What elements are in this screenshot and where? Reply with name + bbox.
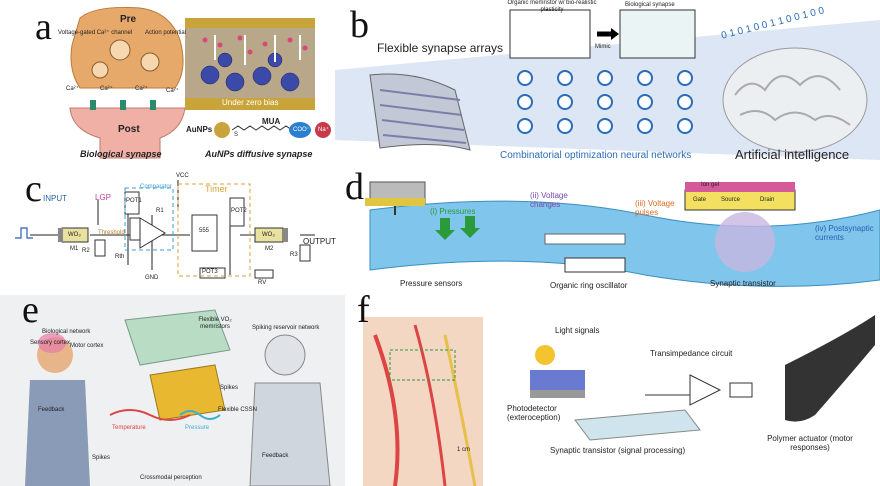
- bio-synapse-label: Biological synapse: [625, 2, 675, 8]
- coo-label: COO⁻: [293, 127, 310, 133]
- s-label: S: [234, 132, 239, 138]
- scale-label: 1 cm: [457, 447, 471, 453]
- action-potential-label: Action potential: [145, 30, 187, 36]
- panel-a-graphics: [69, 7, 331, 159]
- vcc-label: VCC: [176, 173, 189, 179]
- postsynaptic-label: (iv) Postsynaptic currents: [815, 224, 874, 242]
- bio-network-label: Biological network: [42, 329, 91, 335]
- r3-label: R3: [290, 252, 298, 258]
- panel-b: b Organic memristor w/ bio-realistic pla…: [335, 0, 880, 170]
- ca-label-3: Ca²⁺: [135, 86, 148, 92]
- wo-label-1: WO₃: [68, 232, 81, 238]
- ca-label-2: Ca²⁺: [100, 86, 113, 92]
- rth-label: Rth: [115, 254, 125, 260]
- panel-d-label: d: [345, 170, 364, 208]
- pre-label: Pre: [120, 14, 137, 25]
- wo-label-2: WO₃: [262, 232, 275, 238]
- r1-label: R1: [156, 208, 164, 214]
- aunps-label: AuNPs: [186, 125, 213, 134]
- ion-gel-label: Ion gel: [701, 182, 720, 188]
- timer-label: Timer: [205, 184, 228, 194]
- voltage-changes-label: (ii) Voltage changes: [530, 191, 568, 209]
- ca-label-4: Ca²⁺: [166, 88, 179, 94]
- feedback-left-label: Feedback: [38, 407, 65, 413]
- syn-transistor-label-d: Synaptic transistor: [710, 279, 776, 288]
- lgp-label: LGP: [95, 193, 112, 202]
- flexible-arrays-label: Flexible synapse arrays: [377, 41, 504, 55]
- gnd-label: GND: [145, 275, 159, 281]
- memristor-label: Organic memristor w/ bio-realistic plast…: [507, 0, 597, 13]
- panel-d-graphics: [365, 181, 880, 287]
- spikes-top-label: Spikes: [220, 385, 239, 391]
- voltage-pulses-label: (iii) Voltage pulses: [635, 199, 675, 217]
- ca-label-1: Ca²⁺: [66, 86, 79, 92]
- feedback-right-label: Feedback: [262, 453, 289, 459]
- zero-bias-label: Under zero bias: [222, 98, 279, 107]
- sensory-cortex-label: Sensory cortex: [30, 340, 71, 346]
- panel-a: a Pre Voltage-gated Ca²⁺ channel Action …: [0, 0, 335, 170]
- pot3-label: POT3: [202, 269, 218, 275]
- motor-cortex-label: Motor cortex: [70, 343, 104, 349]
- flexible-vo2-label: Flexible VO₂ memristors: [198, 317, 232, 330]
- threshold-label: Threshold: [98, 230, 125, 236]
- post-label: Post: [118, 124, 140, 135]
- vg-channel-label: Voltage-gated Ca²⁺ channel: [58, 30, 133, 36]
- flexible-cssn-label: Flexible CSSN: [218, 407, 258, 413]
- ring-osc-label: Organic ring oscillator: [550, 281, 628, 290]
- output-label: OUTPUT: [303, 237, 336, 246]
- panel-e-graphics: [0, 295, 345, 486]
- panel-c-graphics: [15, 180, 315, 279]
- panel-e-label: e: [22, 295, 39, 331]
- pot1-label: POT1: [126, 198, 142, 204]
- syn-transistor-label-f: Synaptic transistor (signal processing): [550, 446, 686, 455]
- spiking-network-label: Spiking reservoir network: [252, 325, 320, 331]
- panel-e: e Biological network Sensory cortex Moto…: [0, 295, 345, 486]
- r2-label: R2: [82, 248, 90, 254]
- panel-b-label: b: [350, 4, 369, 46]
- combinatorial-label: Combinatorial optimization neural networ…: [500, 150, 692, 161]
- light-signals-label: Light signals: [555, 326, 600, 335]
- temperature-label: Temperature: [112, 425, 146, 431]
- panel-a-label: a: [35, 6, 52, 48]
- panel-f-label: f: [357, 295, 370, 331]
- source-label: Source: [721, 197, 741, 203]
- bio-synapse-caption: Biological synapse: [80, 149, 162, 159]
- panel-f: f Light signals Transimpedance circuit P…: [345, 295, 880, 486]
- panel-d: d (i) Pressures (ii) Voltage changes (ii…: [345, 170, 880, 295]
- spikes-bottom-label: Spikes: [92, 455, 111, 461]
- comparator-label: Comparator: [140, 184, 172, 190]
- polymer-actuator-label: Polymer actuator (motor responses): [767, 434, 853, 452]
- panel-b-graphics: [335, 9, 880, 160]
- rv-label: RV: [258, 280, 267, 286]
- ic-label: 555: [199, 228, 210, 234]
- m2-label: M2: [265, 246, 274, 252]
- pressure-label-e: Pressure: [185, 425, 210, 431]
- crossmodal-label: Crossmodal perception: [140, 475, 202, 481]
- panel-c-label: c: [25, 170, 42, 210]
- pressures-label: (i) Pressures: [430, 207, 476, 216]
- input-label: INPUT: [43, 194, 67, 203]
- pot2-label: POT2: [231, 208, 247, 214]
- gate-label: Gate: [693, 197, 707, 203]
- mimic-label: Mimic: [595, 44, 611, 50]
- panel-c: c INPUT LGP Comparator VCC Timer POT1 PO…: [0, 170, 345, 295]
- drain-label: Drain: [760, 197, 775, 203]
- pressure-sensors-label: Pressure sensors: [400, 279, 463, 288]
- mua-label: MUA: [262, 117, 281, 126]
- panel-f-graphics: [363, 315, 875, 486]
- m1-label: M1: [70, 246, 79, 252]
- photodetector-label: Photodetector (exteroception): [507, 404, 561, 422]
- au-label: Au: [190, 7, 202, 17]
- transimpedance-label: Transimpedance circuit: [650, 349, 733, 358]
- na-label: Na⁺: [318, 127, 329, 133]
- aunp-synapse-caption: AuNPs diffusive synapse: [205, 149, 313, 159]
- ai-label: Artificial intelligence: [735, 147, 850, 162]
